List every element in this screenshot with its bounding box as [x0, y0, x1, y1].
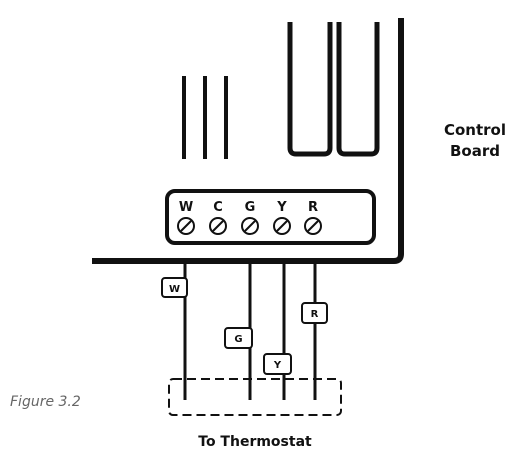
- control-board-edge: [92, 18, 404, 264]
- figure-caption: Figure 3.2: [10, 394, 81, 410]
- terminal-strip: [165, 189, 376, 245]
- terminal-label-c: C: [213, 200, 223, 215]
- terminal-screws: [177, 217, 322, 235]
- board-u-connectors: [287, 22, 380, 157]
- board-traces: [182, 76, 228, 159]
- terminal-label-w: W: [179, 200, 193, 215]
- wire-tag-y: Y: [263, 353, 292, 375]
- svg-text:Y: Y: [273, 360, 282, 371]
- terminal-label-g: G: [245, 200, 256, 215]
- screw-w-icon: [177, 217, 195, 235]
- wire-tags: W G Y R: [161, 277, 328, 375]
- screw-y-icon: [273, 217, 291, 235]
- terminal-label-y: Y: [276, 200, 287, 215]
- svg-text:G: G: [234, 334, 242, 345]
- wire-tag-g: G: [224, 327, 253, 349]
- wire-tag-w: W: [161, 277, 188, 298]
- wire-tag-r: R: [301, 302, 328, 324]
- terminal-label-r: R: [308, 200, 318, 215]
- control-board-label: Control Board: [430, 120, 520, 162]
- terminal-labels: W C G Y R: [179, 200, 318, 215]
- screw-c-icon: [209, 217, 227, 235]
- svg-text:R: R: [311, 309, 319, 320]
- screw-r-icon: [304, 217, 322, 235]
- control-board-label-line1: Control: [443, 121, 506, 139]
- svg-text:W: W: [169, 284, 180, 295]
- to-thermostat-label: To Thermostat: [198, 434, 312, 450]
- screw-g-icon: [241, 217, 259, 235]
- thermostat-box: [168, 378, 342, 416]
- control-board-label-line2: Board: [450, 142, 500, 160]
